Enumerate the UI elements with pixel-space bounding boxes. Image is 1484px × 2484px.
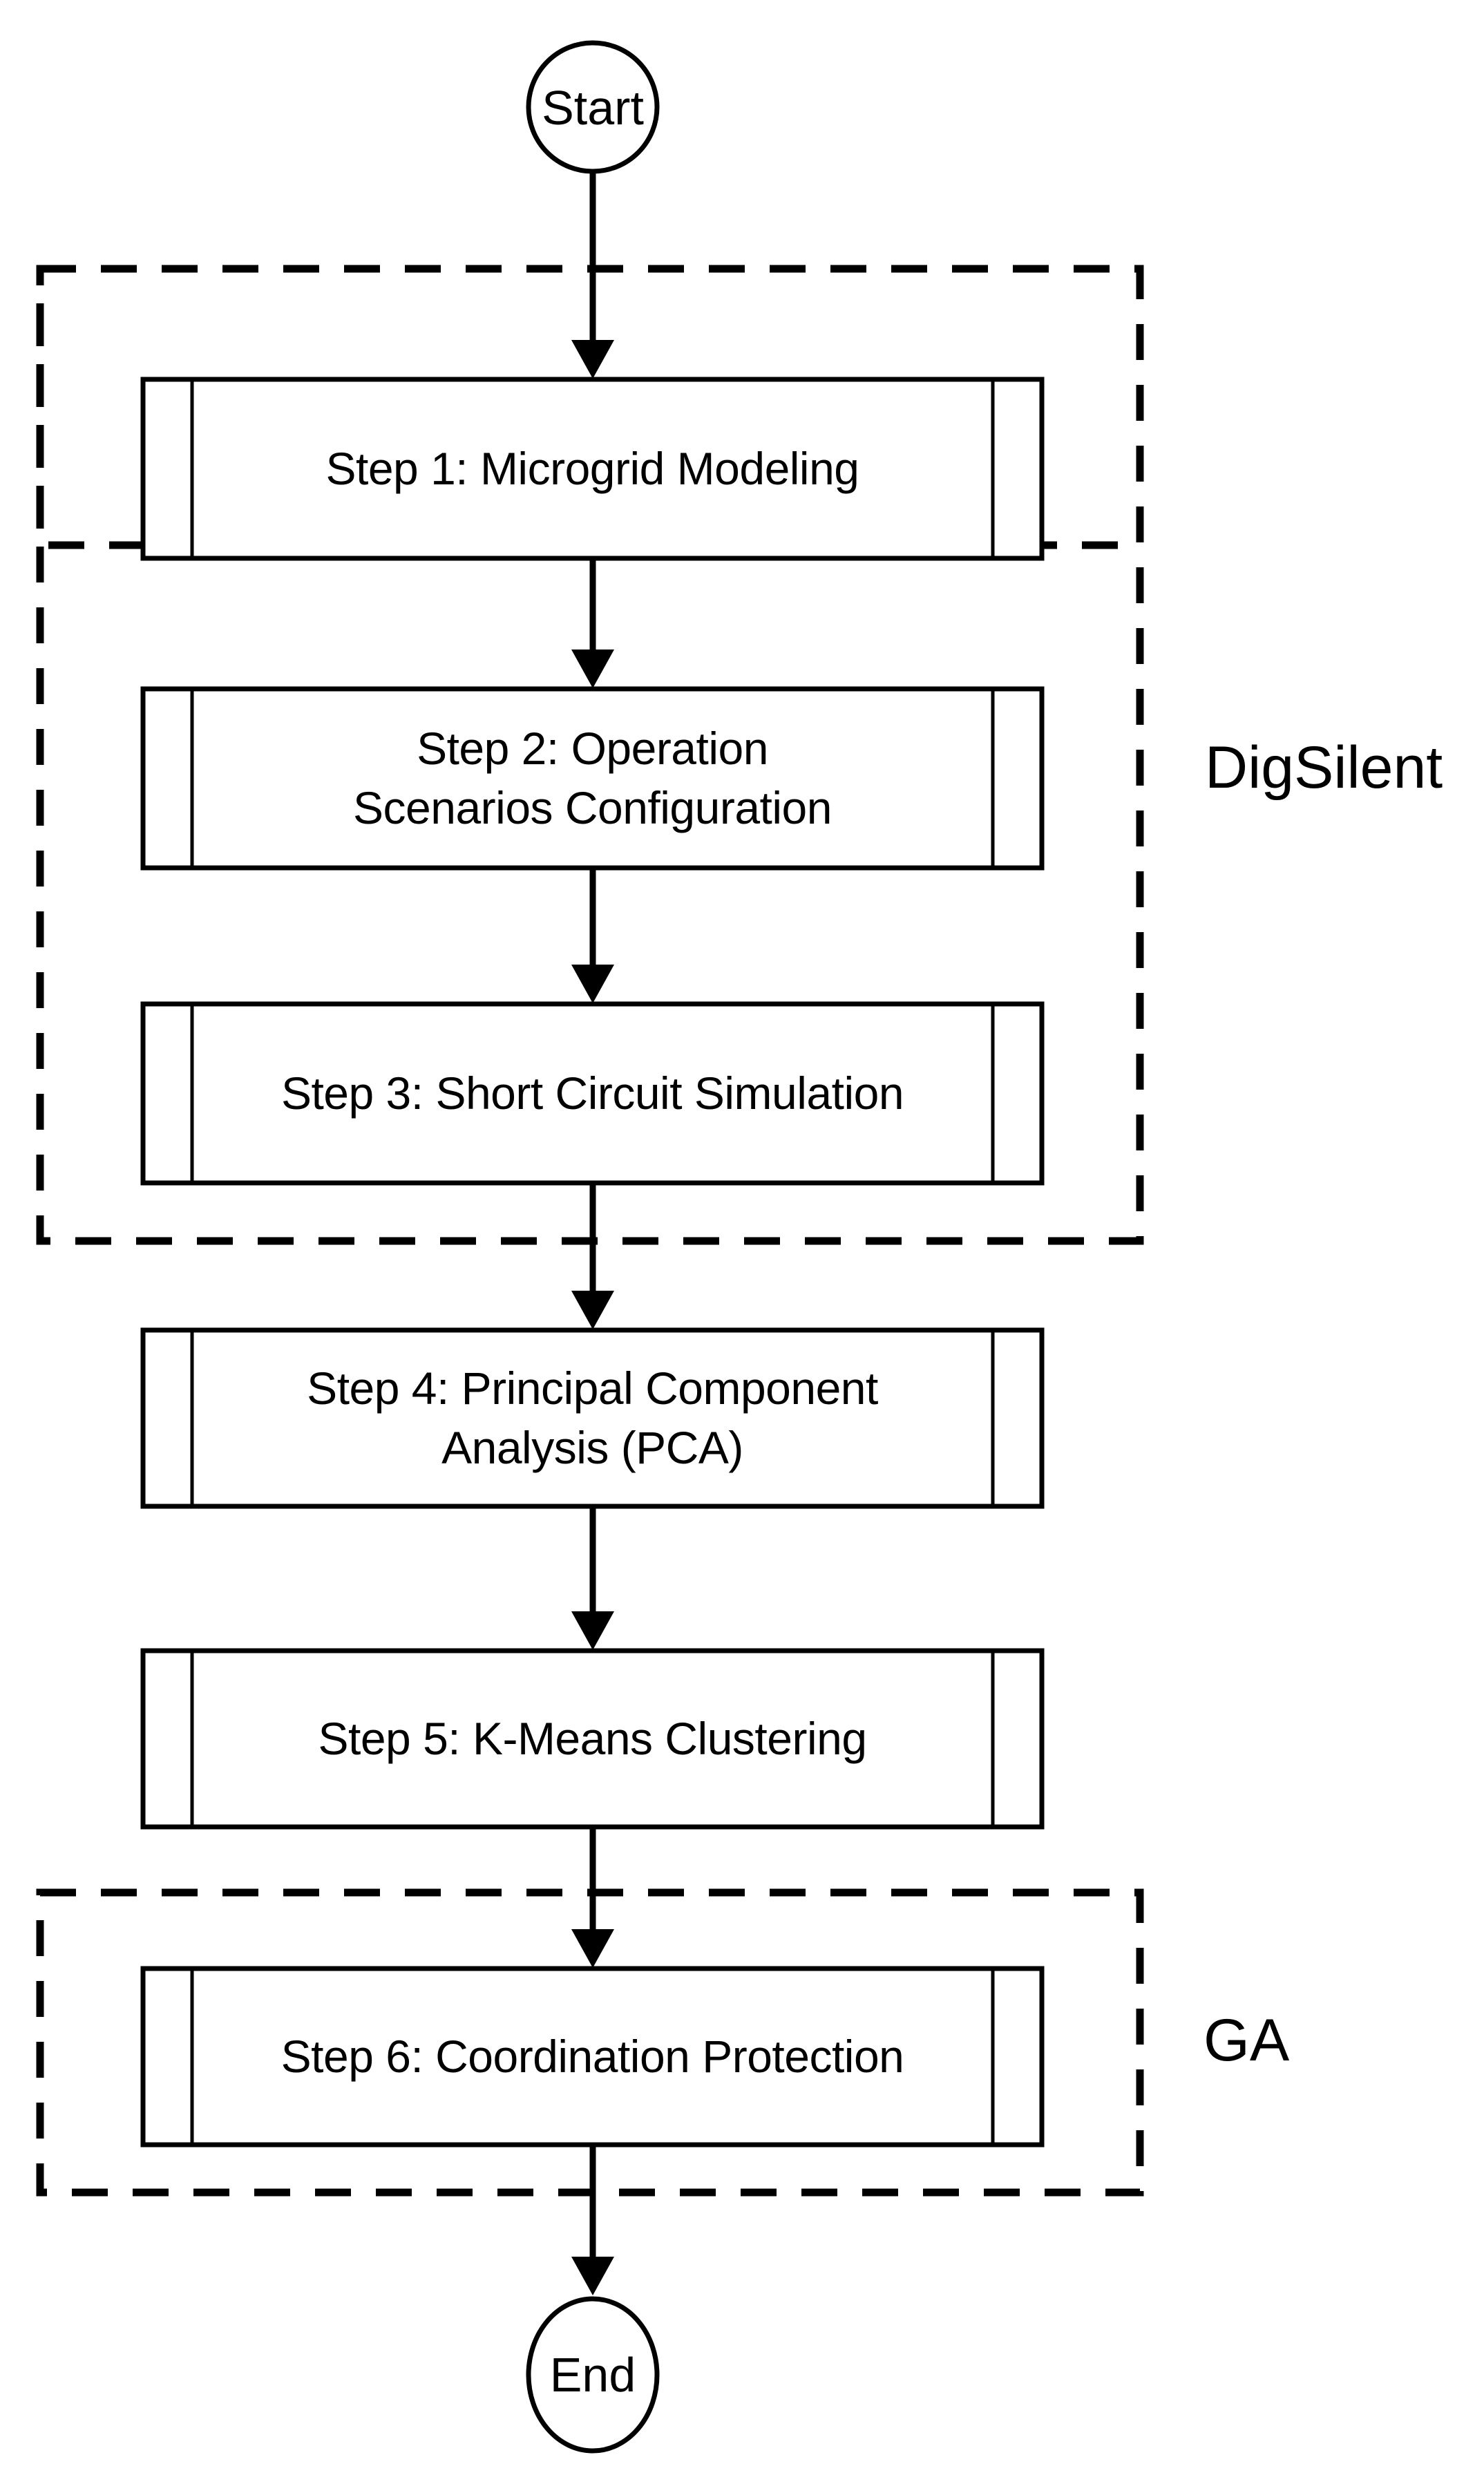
step4-shape [140, 1327, 1045, 1509]
edge-step3-step4 [571, 1183, 614, 1329]
edge-step5-step6 [571, 1827, 614, 1968]
step1-shape [140, 377, 1045, 561]
step2-shape [140, 686, 1045, 871]
step3-shape [140, 1001, 1045, 1186]
edge-step4-step5 [571, 1506, 614, 1650]
end-terminator-shape [526, 2296, 660, 2454]
edge-start-step1 [571, 169, 614, 379]
step6-shape [140, 1966, 1045, 2148]
edge-step6-end [571, 2145, 614, 2295]
edge-step1-step2 [571, 558, 614, 688]
step5-shape [140, 1648, 1045, 1830]
start-terminator-shape [526, 40, 660, 174]
edge-step2-step3 [571, 868, 614, 1003]
